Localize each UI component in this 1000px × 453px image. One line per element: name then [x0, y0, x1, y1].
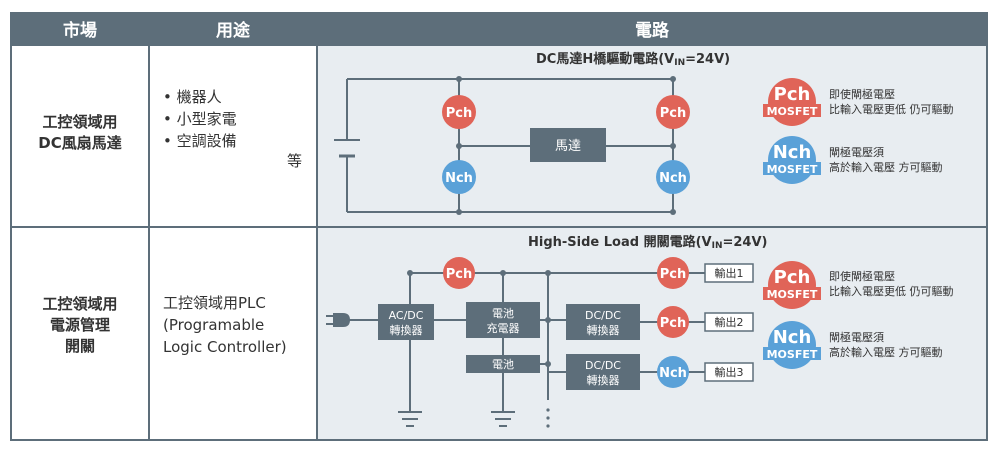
highside-title: High-Side Load 開關電路(VIN=24V) — [528, 234, 767, 251]
legend-nch-text: Nch — [773, 327, 812, 348]
market-line: 工控領域用 — [42, 295, 118, 313]
highside-wires — [409, 272, 705, 412]
bus-continuation-dots — [546, 408, 550, 428]
pch-mosfet: Pch — [443, 257, 475, 289]
legend-mosfet-text: MOSFET — [767, 348, 818, 361]
charger-label: 電池 — [492, 307, 514, 320]
ground-symbol — [491, 411, 515, 427]
pch-label: Pch — [446, 106, 473, 121]
market-row1: 工控領域用 DC風扇馬達 — [12, 112, 148, 154]
dcdc-label: DC/DC — [585, 309, 621, 322]
nch-mosfet: Nch — [442, 160, 476, 194]
usage-item: 小型家電 — [163, 108, 237, 130]
output-label: 輸出2 — [715, 315, 744, 329]
motor-box — [530, 128, 606, 162]
junction-dots — [407, 270, 551, 367]
usage-line: 工控領域用PLC — [163, 294, 266, 312]
ac-plug-icon — [326, 313, 386, 327]
pch-label: Pch — [660, 316, 687, 331]
usage-row2: 工控領域用PLC (Programable Logic Controller) — [163, 292, 287, 358]
header-circuit: 電路 — [318, 12, 986, 44]
output-label: 輸出1 — [715, 266, 744, 280]
nch-label: Nch — [659, 366, 687, 381]
pch-label: Pch — [446, 267, 473, 282]
legend-nch-desc: 閘極電壓須 — [829, 330, 884, 344]
dcdc-converter-box — [566, 354, 640, 390]
legend-pch-desc: 比輸入電壓更低 仍可驅動 — [829, 102, 954, 116]
battery-charger-box — [466, 302, 540, 338]
acdc-label: AC/DC — [389, 309, 424, 322]
usage-row1: 機器人 小型家電 空調設備 — [163, 86, 237, 152]
market-line: 開關 — [64, 337, 95, 355]
motor-label: 馬達 — [555, 139, 581, 154]
pch-mosfet: Pch — [657, 306, 689, 338]
acdc-converter-box — [378, 304, 434, 340]
output-box — [704, 263, 754, 283]
nch-mosfet: Nch — [657, 356, 689, 388]
usage-etc: 等 — [287, 152, 303, 170]
usage-item: 空調設備 — [163, 130, 237, 152]
nch-label: Nch — [445, 171, 473, 186]
header-market: 市場 — [12, 12, 148, 44]
hbridge-title: DC馬達H橋驅動電路(VIN=24V) — [536, 51, 730, 68]
dcdc-label: 轉換器 — [587, 324, 620, 337]
nch-mosfet: Nch — [656, 160, 690, 194]
circuit-panel-1 — [318, 44, 986, 226]
ground-symbol — [398, 411, 422, 427]
legend-mosfet-text: MOSFET — [767, 105, 818, 118]
legend-pch-1: Pch MOSFET 即使閘極電壓 比輸入電壓更低 仍可驅動 — [763, 78, 954, 126]
output-box — [704, 362, 754, 382]
header-usage: 用途 — [150, 12, 316, 44]
battery-label: 電池 — [492, 358, 514, 371]
legend-nch-2: Nch MOSFET 閘極電壓須 高於輸入電壓 方可驅動 — [763, 321, 943, 369]
acdc-label: 轉換器 — [390, 324, 423, 337]
legend-nch-desc: 高於輸入電壓 方可驅動 — [829, 345, 943, 359]
pch-mosfet: Pch — [442, 95, 476, 129]
junction-dots — [456, 76, 676, 215]
legend-nch-desc: 高於輸入電壓 方可驅動 — [829, 160, 943, 174]
pch-mosfet: Pch — [657, 257, 689, 289]
legend-pch-text: Pch — [774, 267, 811, 288]
usage-line: (Programable — [163, 316, 265, 334]
row-divider — [12, 226, 988, 228]
pch-label: Pch — [660, 106, 687, 121]
legend-pch-desc: 即使閘極電壓 — [829, 87, 895, 101]
legend-pch-text: Pch — [774, 84, 811, 105]
dcdc-converter-box — [566, 304, 640, 340]
market-line: 電源管理 — [49, 316, 110, 334]
legend-nch-desc: 閘極電壓須 — [829, 145, 884, 159]
output-label: 輸出3 — [715, 365, 744, 379]
legend-pch-desc: 即使閘極電壓 — [829, 269, 895, 283]
legend-pch-desc: 比輸入電壓更低 仍可驅動 — [829, 284, 954, 298]
market-line: DC風扇馬達 — [38, 134, 122, 152]
legend-mosfet-text: MOSFET — [767, 163, 818, 176]
usage-item: 機器人 — [163, 86, 237, 108]
pch-mosfet: Pch — [656, 95, 690, 129]
row-divider — [12, 44, 988, 46]
hbridge-wires — [346, 78, 674, 213]
usage-line: Logic Controller) — [163, 338, 287, 356]
pch-label: Pch — [660, 267, 687, 282]
dcdc-label: 轉換器 — [587, 374, 620, 387]
battery-symbol — [334, 139, 360, 158]
dcdc-label: DC/DC — [585, 359, 621, 372]
battery-box — [466, 355, 540, 373]
charger-label: 充電器 — [487, 321, 520, 335]
output-box — [704, 312, 754, 332]
market-row2: 工控領域用 電源管理 開關 — [12, 294, 148, 357]
legend-nch-text: Nch — [773, 142, 812, 163]
legend-nch-1: Nch MOSFET 閘極電壓須 高於輸入電壓 方可驅動 — [763, 136, 943, 184]
market-line: 工控領域用 — [42, 113, 118, 131]
legend-pch-2: Pch MOSFET 即使閘極電壓 比輸入電壓更低 仍可驅動 — [763, 261, 954, 309]
legend-mosfet-text: MOSFET — [767, 288, 818, 301]
nch-label: Nch — [659, 171, 687, 186]
